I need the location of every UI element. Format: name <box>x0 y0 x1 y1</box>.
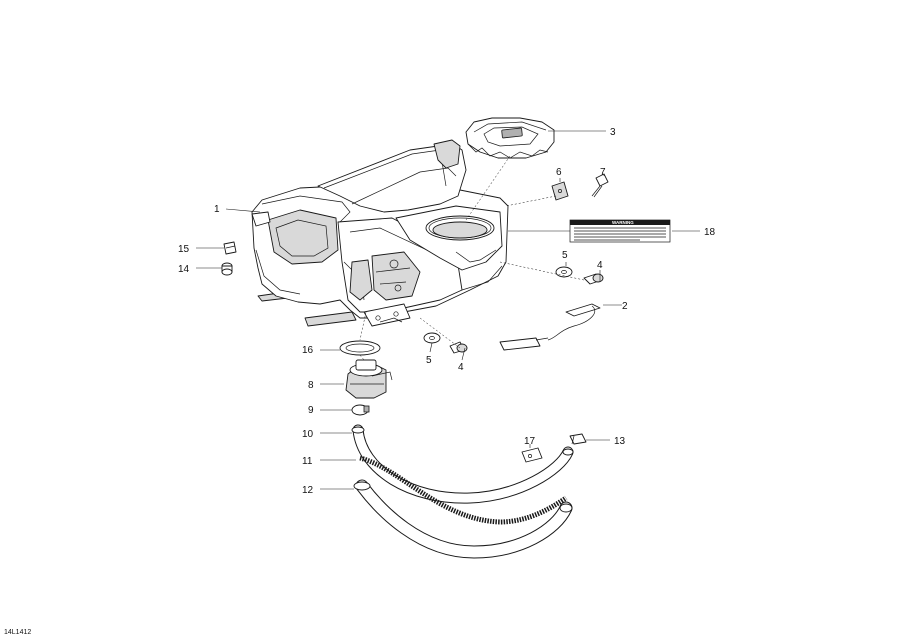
washer-lower <box>423 332 441 344</box>
fuel-pump <box>345 359 393 399</box>
hose-clamp-upper <box>351 404 370 416</box>
callout-5b: 5 <box>426 355 432 366</box>
callout-14: 14 <box>178 264 190 275</box>
fuel-level-sensor <box>379 303 601 351</box>
protective-sleeve <box>359 455 568 525</box>
callout-4a: 4 <box>597 260 603 271</box>
bolt-upper <box>583 273 604 285</box>
callout-9: 9 <box>308 405 314 416</box>
warning-label-title: WARNING <box>612 220 634 225</box>
callout-15: 15 <box>178 244 190 255</box>
callout-18: 18 <box>704 227 716 238</box>
drawing-code: 14L1412 <box>4 629 31 636</box>
hose-clamp-17 <box>521 447 543 463</box>
callout-labels: 1 2 3 4 4 5 5 6 7 8 9 10 11 12 13 14 15 … <box>178 127 716 496</box>
fuel-tank <box>251 139 509 327</box>
callout-7: 7 <box>600 167 606 178</box>
bushing-14 <box>221 262 233 276</box>
hose-clamp-13 <box>569 433 587 445</box>
retaining-plate <box>551 181 569 201</box>
washer-upper <box>555 266 573 278</box>
callout-12: 12 <box>302 485 314 496</box>
callout-13: 13 <box>614 436 626 447</box>
seal-ring <box>339 340 381 356</box>
callout-1: 1 <box>214 204 220 215</box>
callout-2: 2 <box>622 301 628 312</box>
callout-10: 10 <box>302 429 314 440</box>
callout-6: 6 <box>556 167 562 178</box>
callout-3: 3 <box>610 127 616 138</box>
callout-17: 17 <box>524 436 536 447</box>
fuel-cap <box>465 117 555 159</box>
warning-label: WARNING <box>569 219 671 243</box>
screw <box>591 173 609 198</box>
leader-lines <box>196 130 700 490</box>
callout-4b: 4 <box>458 362 464 373</box>
return-hose <box>353 479 573 559</box>
callout-16: 16 <box>302 345 314 356</box>
fuel-hose <box>351 424 574 504</box>
callout-8: 8 <box>308 380 314 391</box>
bolt-lower <box>449 341 468 354</box>
callout-5a: 5 <box>562 250 568 261</box>
grommet-15 <box>223 241 237 255</box>
callout-11: 11 <box>302 456 313 467</box>
